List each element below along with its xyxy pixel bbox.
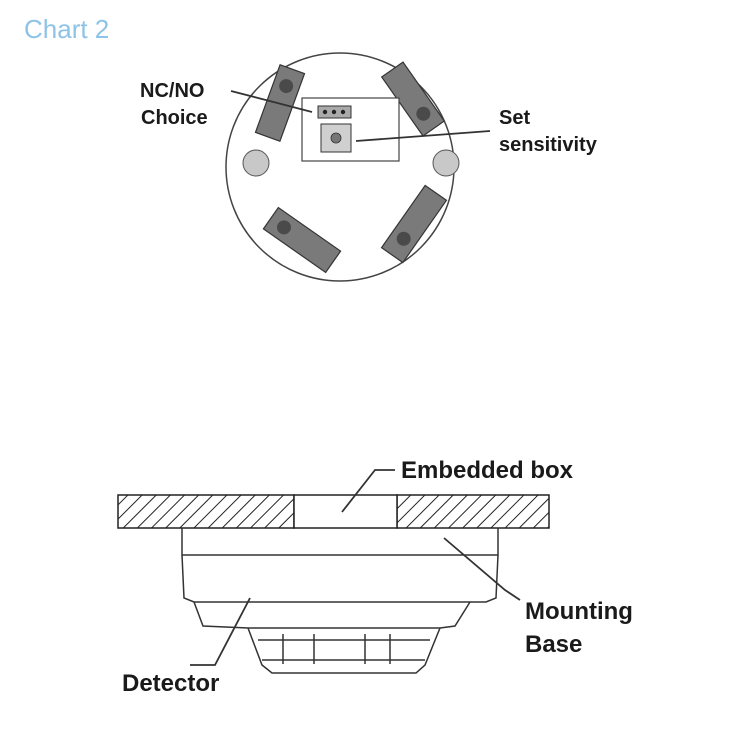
embedded-box-pointer [341, 469, 395, 513]
terminal-bottom-left [262, 206, 342, 274]
terminal-screw [416, 106, 431, 121]
mounting-hole-left [242, 149, 270, 177]
detector-body-lower [193, 601, 471, 629]
nc-no-label-line2: Choice [141, 107, 208, 129]
set-sensitivity-label-line2: sensitivity [499, 134, 598, 156]
ceiling-slab-left [117, 494, 295, 529]
mounting-base-pointer [443, 537, 521, 601]
terminal-bottom-right [380, 184, 448, 264]
embedded-box-shape [293, 494, 398, 529]
terminal-screw [276, 220, 291, 235]
nc-no-label-line1: NC/NO [140, 80, 204, 102]
detector-body-upper [181, 554, 499, 603]
nc-no-jumper [317, 105, 352, 119]
mounting-base-shape [181, 528, 499, 556]
terminal-top-right [380, 61, 446, 137]
mounting-base-label-line1: Mounting [525, 598, 633, 625]
terminal-screw [396, 231, 411, 246]
detector-label: Detector [122, 670, 219, 697]
terminal-screw [279, 79, 294, 94]
top-view: NC/NO Choice Set sensitivity [140, 52, 598, 282]
mounting-base-label-line2: Base [525, 631, 582, 658]
mounting-hole-right [432, 149, 460, 177]
set-sensitivity-label-line1: Set [499, 107, 530, 129]
sensing-chamber [247, 627, 441, 674]
sensitivity-pointer-line [355, 130, 491, 142]
chart-title: Chart 2 [24, 14, 109, 44]
nc-no-pointer-line [230, 90, 313, 113]
sensitivity-potentiometer [320, 123, 352, 153]
embedded-box-label: Embedded box [401, 457, 574, 484]
side-view: Embedded box Mounting Base Detector [117, 457, 633, 697]
detector-pointer [190, 597, 251, 666]
ceiling-slab-right [396, 494, 550, 529]
